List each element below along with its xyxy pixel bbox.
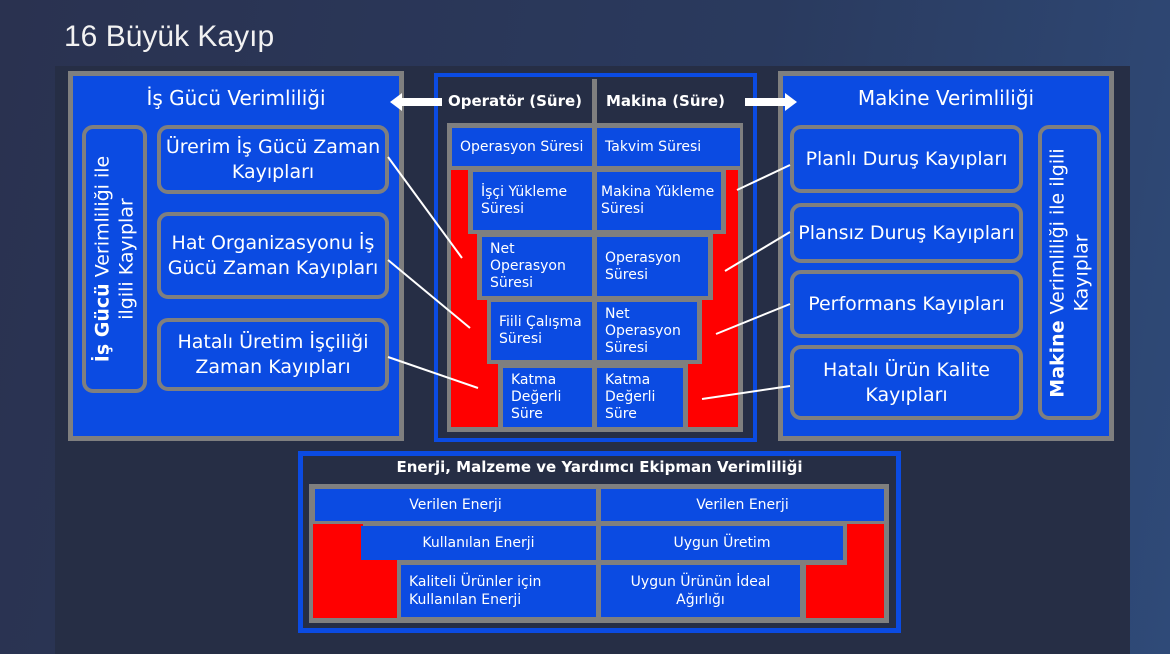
machine-cell: Operasyon Süresi (597, 237, 708, 296)
operator-header: Operatör (Süre) (448, 92, 583, 110)
machine-cell: Net Operasyon Süresi (597, 302, 697, 360)
machine-loss-box: Planlı Duruş Kayıpları (790, 125, 1023, 193)
machine-loss-box: Plansız Duruş Kayıpları (790, 203, 1023, 263)
labor-loss-box: Ürerim İş Gücü Zaman Kayıpları (157, 125, 389, 194)
material-cell: Verilen Enerji (601, 489, 884, 521)
machine-header: Makina (Süre) (606, 92, 725, 110)
energy-loss-area (313, 560, 397, 618)
machine-loss-box: Performans Kayıpları (790, 270, 1023, 338)
machine-cell: Makina Yükleme Süresi (597, 172, 721, 230)
page-title: 16 Büyük Kayıp (64, 20, 275, 53)
energy-title: Enerji, Malzeme ve Yardımcı Ekipman Veri… (396, 458, 803, 476)
operator-cell: Fiili Çalışma Süresi (491, 302, 592, 360)
energy-cell: Kullanılan Enerji (361, 526, 596, 560)
machine-cell: Katma Değerli Süre (597, 368, 683, 427)
energy-cell: Verilen Enerji (315, 489, 596, 521)
machine-cell: Takvim Süresi (597, 128, 740, 166)
machine-efficiency-title: Makine Verimliliği (857, 86, 1035, 110)
material-cell: Uygun Üretim (601, 526, 843, 560)
operator-cell: İşçi Yükleme Süresi (473, 172, 592, 230)
machine-loss-box: Hatalı Ürün Kalite Kayıpları (790, 345, 1023, 420)
operator-cell: Net Operasyon Süresi (482, 237, 592, 296)
right-arrow-icon (745, 93, 797, 111)
energy-cell: Kaliteli Ürünler için Kullanılan Enerji (401, 565, 596, 617)
header-divider (592, 79, 597, 125)
labor-loss-box: Hat Organizasyonu İş Gücü Zaman Kayıplar… (157, 212, 389, 299)
labor-loss-box: Hatalı Üretim İşçiliği Zaman Kayıpları (157, 318, 389, 391)
operator-cell: Operasyon Süresi (452, 128, 592, 166)
labor-efficiency-title: İş Gücü Verimliliği (146, 86, 326, 110)
material-cell: Uygun Ürünün İdeal Ağırlığı (601, 565, 800, 617)
left-arrow-icon (390, 93, 442, 111)
material-loss-area (806, 565, 884, 618)
operator-cell: Katma Değerli Süre (503, 368, 592, 427)
